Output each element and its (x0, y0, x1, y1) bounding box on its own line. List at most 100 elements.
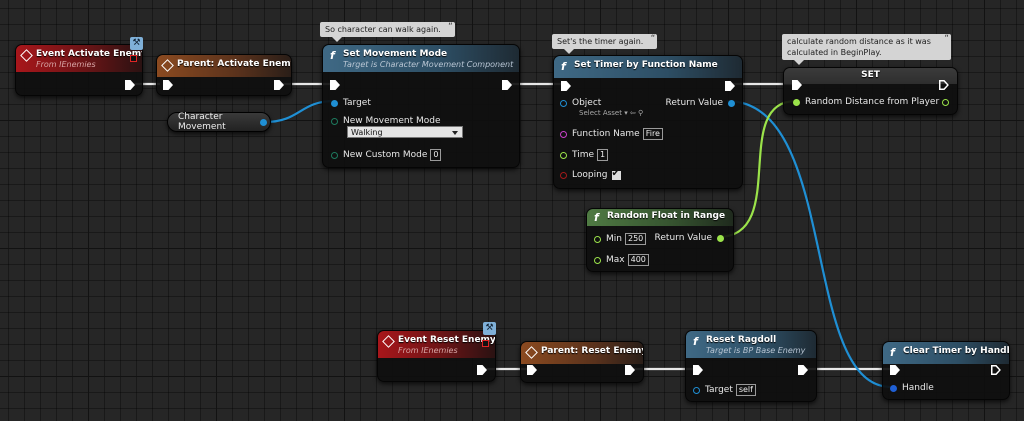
float-pin-dot (793, 98, 800, 106)
comment-walk: So character can walk again.“ (320, 22, 455, 42)
node-title: Parent: Reset Enemy (541, 346, 643, 356)
exec-in-pin[interactable] (561, 81, 571, 91)
new-movement-mode-pin[interactable]: New Movement Mode (331, 116, 441, 126)
looping-pin[interactable]: Looping (560, 168, 621, 180)
return-value-pin[interactable]: Return Value (655, 233, 724, 243)
new-custom-mode-pin[interactable]: New Custom Mode 0 (331, 149, 442, 161)
node-parent-reset-enemy[interactable]: Parent: Reset Enemy (520, 341, 644, 383)
node-subtitle: Target is BP Base Enemy (706, 346, 806, 355)
handle-pin[interactable]: Handle (890, 383, 934, 393)
node-title: Set Timer by Function Name (574, 60, 718, 70)
exec-in-pin[interactable] (527, 365, 537, 375)
pin-label: Looping (572, 170, 608, 180)
function-name-pin[interactable]: Function Name Fire (560, 128, 663, 140)
event-diamond-icon (525, 346, 538, 359)
exec-out-pin[interactable] (798, 365, 808, 375)
exec-in-pin[interactable] (330, 80, 340, 90)
pin-label: Function Name (572, 129, 640, 139)
dropdown-value: Walking (351, 128, 383, 137)
pin-label: Return Value (665, 98, 723, 108)
node-title: Reset Ragdoll (706, 335, 777, 345)
comment-text: So character can walk again. (325, 25, 441, 34)
movement-mode-dropdown[interactable]: Walking (347, 126, 463, 138)
node-event-activate-enemy[interactable]: Event Activate Enemy From IEnemies (15, 44, 143, 96)
chevron-down-icon (452, 131, 458, 135)
pin-label: Random Distance from Player (805, 97, 940, 107)
node-set-variable[interactable]: SET Random Distance from Player (783, 67, 958, 115)
pin-label: New Movement Mode (343, 116, 441, 126)
pin-label: Handle (902, 383, 934, 393)
min-input[interactable]: 250 (624, 233, 647, 245)
select-asset-label: Select Asset (579, 109, 622, 117)
exec-out-pin[interactable] (625, 365, 635, 375)
pin-label: Target (705, 385, 733, 395)
node-subtitle: From IEnemies (36, 60, 96, 69)
object-out-pin[interactable] (260, 119, 267, 126)
node-title: SET (861, 70, 880, 80)
node-event-reset-enemy[interactable]: Event Reset Enemy From IEnemies (377, 330, 496, 382)
node-title: Event Activate Enemy (36, 49, 142, 59)
node-title: Set Movement Mode (343, 49, 448, 59)
node-set-movement-mode[interactable]: f Set Movement Mode Target is Character … (322, 44, 520, 168)
function-icon: f (330, 49, 335, 62)
object-pin-dot (693, 386, 700, 394)
time-pin[interactable]: Time 1 (560, 149, 609, 161)
select-asset-dropdown[interactable]: Select Asset ▾ ⇦ ⚲ (579, 109, 644, 117)
exec-out-pin[interactable] (991, 365, 1001, 375)
min-pin[interactable]: Min 250 (594, 233, 647, 245)
float-out-pin[interactable] (942, 99, 949, 106)
target-input[interactable]: self (735, 384, 756, 396)
object-pin[interactable]: Object (560, 98, 601, 108)
float-pin-dot (717, 234, 724, 242)
pin-label: Min (606, 234, 622, 244)
exec-in-pin[interactable] (693, 365, 703, 375)
target-pin[interactable]: Target self (693, 384, 756, 396)
exec-out-pin[interactable] (502, 80, 512, 90)
node-clear-timer-by-handle[interactable]: f Clear Timer by Handle Handle (882, 341, 1010, 400)
node-subtitle: Target is Character Movement Component (343, 60, 514, 69)
pin-label: New Custom Mode (343, 150, 428, 160)
float-pin-dot (594, 256, 601, 264)
pin-label: Target (343, 98, 371, 108)
node-title: Event Reset Enemy (398, 335, 495, 345)
exec-out-pin[interactable] (477, 365, 487, 375)
custom-mode-input[interactable]: 0 (430, 149, 442, 161)
delegate-pin[interactable] (130, 55, 137, 62)
float-pin-dot (594, 235, 601, 243)
node-header: Parent: Reset Enemy (521, 342, 643, 364)
function-icon: f (693, 335, 698, 348)
node-title: Random Float in Range (607, 211, 726, 221)
random-distance-pin[interactable]: Random Distance from Player (793, 97, 939, 107)
exec-out-pin[interactable] (725, 81, 735, 91)
max-input[interactable]: 400 (627, 254, 649, 266)
node-reset-ragdoll[interactable]: f Reset Ragdoll Target is BP Base Enemy … (685, 330, 817, 402)
time-input[interactable]: 1 (597, 149, 609, 161)
pin-label: Max (606, 255, 625, 265)
comment-distance: calculate random distance as it was calc… (782, 34, 951, 65)
function-name-input[interactable]: Fire (642, 128, 663, 140)
node-header: f Set Movement Mode Target is Character … (323, 45, 519, 72)
return-value-pin[interactable]: Return Value (666, 98, 735, 108)
node-header: f Reset Ragdoll Target is BP Base Enemy (686, 331, 816, 358)
delegate-pin[interactable] (482, 340, 489, 347)
exec-out-pin[interactable] (125, 80, 135, 90)
node-title: Clear Timer by Handle (903, 346, 1009, 356)
function-icon: f (890, 346, 895, 359)
looping-checkbox[interactable] (611, 168, 621, 180)
node-set-timer-by-function-name[interactable]: f Set Timer by Function Name Object Sele… (553, 55, 743, 189)
max-pin[interactable]: Max 400 (594, 254, 649, 266)
exec-in-pin[interactable] (792, 80, 802, 90)
node-title: Parent: Activate Enemy (177, 59, 291, 69)
exec-out-pin[interactable] (274, 80, 284, 90)
object-pin-dot (560, 99, 567, 107)
node-header: Event Activate Enemy From IEnemies (16, 45, 142, 72)
node-random-float-in-range[interactable]: f Random Float in Range Min 250 Max 400 … (586, 208, 734, 272)
variable-character-movement[interactable]: Character Movement (167, 112, 271, 132)
exec-in-pin[interactable] (163, 80, 173, 90)
target-pin[interactable]: Target (331, 98, 371, 108)
bool-pin-dot (560, 171, 567, 179)
string-pin-dot (560, 130, 567, 138)
exec-in-pin[interactable] (890, 365, 900, 375)
node-parent-activate-enemy[interactable]: Parent: Activate Enemy (156, 54, 292, 96)
event-diamond-icon (382, 335, 395, 348)
